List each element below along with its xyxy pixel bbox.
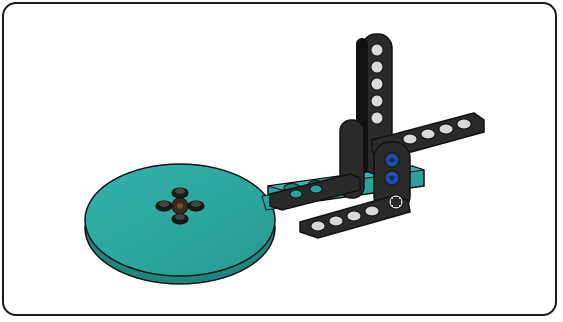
turntable-disc [85,164,275,284]
cross-axle-hole [389,195,403,209]
